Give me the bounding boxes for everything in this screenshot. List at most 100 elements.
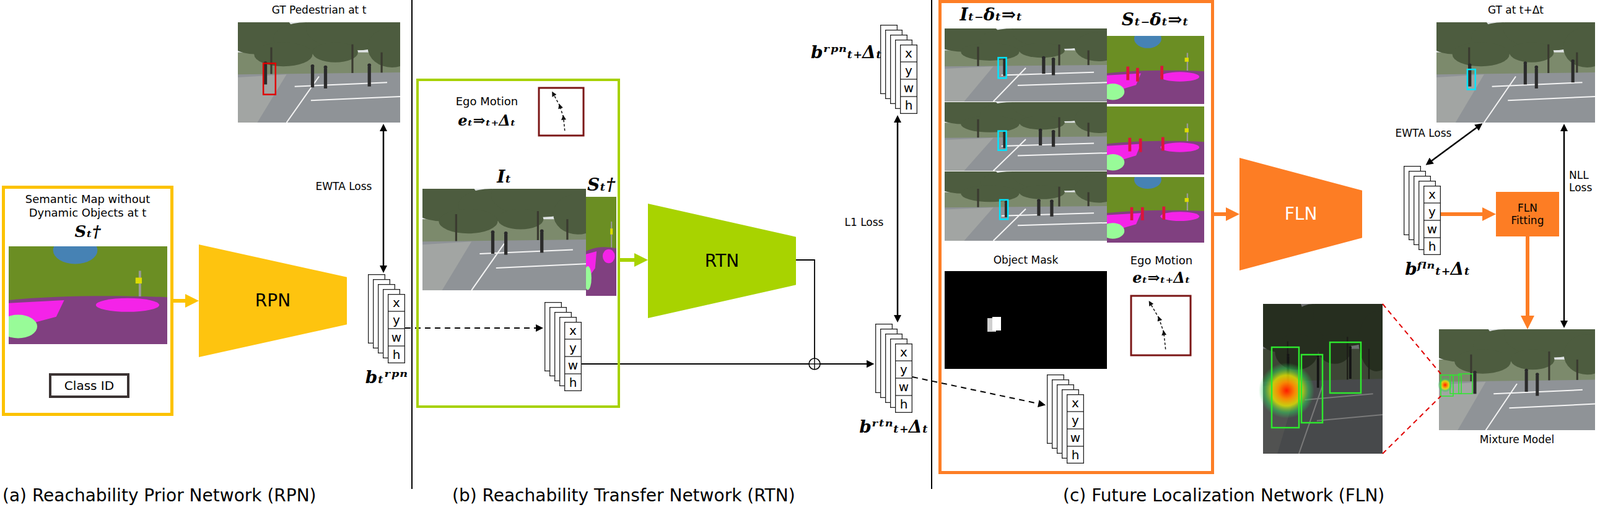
coordinate-cell: h [895,395,913,414]
gt-image: GT Pedestrian at t [237,22,401,123]
illustration-shape [1017,222,1107,226]
connector-arrow [1214,212,1226,217]
illustration-shape [1438,329,1596,431]
illustration-shape [553,193,586,235]
illustration-shape [960,43,1019,61]
illustration-shape [928,91,1124,171]
illustration-shape [1038,128,1043,133]
output-symbol: bʳᵗⁿₜ₊Δₜ [856,416,932,438]
box-stack: xywhbʳᵗⁿₜ₊Δₜ [875,323,913,414]
illustration-shape [993,208,1026,241]
illustration-shape [585,266,592,290]
illustration-shape [944,207,994,241]
illustration-shape [1038,131,1042,146]
illustration-shape [294,82,388,87]
illustration-shape [1535,372,1540,377]
illustration-shape [1101,170,1205,243]
loss-label: EWTA Loss [1393,126,1454,140]
connector-arrow [1525,236,1530,316]
illustration-shape [1486,384,1517,431]
node-label: RTN [704,250,739,272]
illustration-shape [944,66,994,102]
illustration-shape [422,241,472,291]
illustration-shape [504,234,508,256]
coordinate-cell: h [387,346,406,364]
node-label: Mixture Model [1438,433,1596,446]
class-id-box: Class ID [48,373,130,399]
illustration-shape [1329,342,1361,394]
illustration-shape [1382,304,1441,375]
illustration-shape [1524,369,1529,373]
illustration-shape [8,246,168,345]
connector-arrow [896,122,899,316]
illustration-shape [813,358,815,370]
illustration-shape [1057,187,1060,209]
illustration-shape [1525,371,1529,393]
illustration-shape [960,185,1019,202]
illustration-shape [1508,404,1596,409]
illustration-shape [1301,354,1323,424]
output-symbol: bʳᵖⁿₜ₊Δₜ [810,42,876,64]
node-label: eₜ⇒ₜ₊Δₜ [443,112,531,131]
coordinate-cell: y [895,361,913,379]
node-label: Sₜ† [8,222,168,242]
illustration-shape [895,377,913,379]
illustration-shape [1134,35,1162,49]
illustration-shape [1469,354,1472,386]
connector-arrow [1440,212,1483,217]
illustration-shape [497,209,544,230]
illustration-shape [138,271,142,301]
illustration-shape [1484,76,1516,123]
illustration-shape [1101,106,1205,175]
node-label: FLN Fitting [1502,201,1553,228]
loss-label: EWTA Loss [314,179,375,194]
illustration-shape [221,6,417,123]
illustration-shape [367,27,401,68]
illustration-shape [1131,296,1191,356]
illustration-shape [387,310,406,312]
illustration-shape [1106,177,1205,243]
illustration-shape [312,42,359,62]
gt-image: GT at t+Δt [1436,22,1596,123]
illustration-shape [1066,428,1085,430]
illustration-shape [944,28,1107,102]
illustration-shape [1535,375,1539,397]
illustration-shape [1041,56,1046,61]
illustration-shape [1057,44,1060,67]
illustration-shape [999,200,1008,220]
illustration-shape [1150,303,1159,320]
illustration-shape [1036,198,1041,203]
illustration-shape [1001,72,1094,76]
illustration-shape [1454,349,1511,375]
illustration-shape [367,63,372,67]
illustration-shape [944,206,1107,241]
illustration-shape [491,233,495,254]
output-symbol: bᶠˡⁿₜ₊Δₜ [1391,258,1485,280]
illustration-shape [1130,207,1134,221]
coordinate-cell: h [564,374,582,392]
illustration-shape [538,87,584,136]
illustration-shape [1468,63,1472,67]
illustration-shape [1066,445,1085,447]
connector-arrow [173,299,186,303]
illustration-shape [1184,128,1189,133]
illustration-shape [944,136,1107,172]
illustration-shape [310,64,315,69]
node-label: Sₜ₋δₜ⇒ₜ [1108,9,1202,31]
illustration-shape [1019,185,1065,199]
rtn-network: RTN [647,203,796,319]
illustration-shape [135,278,142,284]
illustration-shape [1510,349,1555,371]
illustration-shape [1534,65,1539,70]
illustration-shape [976,119,979,140]
illustration-shape [387,328,406,329]
coordinate-cell: w [1066,429,1085,447]
coordinate-cell: y [1423,203,1441,221]
illustration-shape [1186,53,1189,74]
coordinate-cell: w [564,356,582,375]
illustration-shape [1160,142,1200,152]
coordinate-cell: w [387,328,406,347]
illustration-shape [1101,29,1205,105]
illustration-shape [1523,61,1528,66]
node-label: RPN [255,290,291,312]
